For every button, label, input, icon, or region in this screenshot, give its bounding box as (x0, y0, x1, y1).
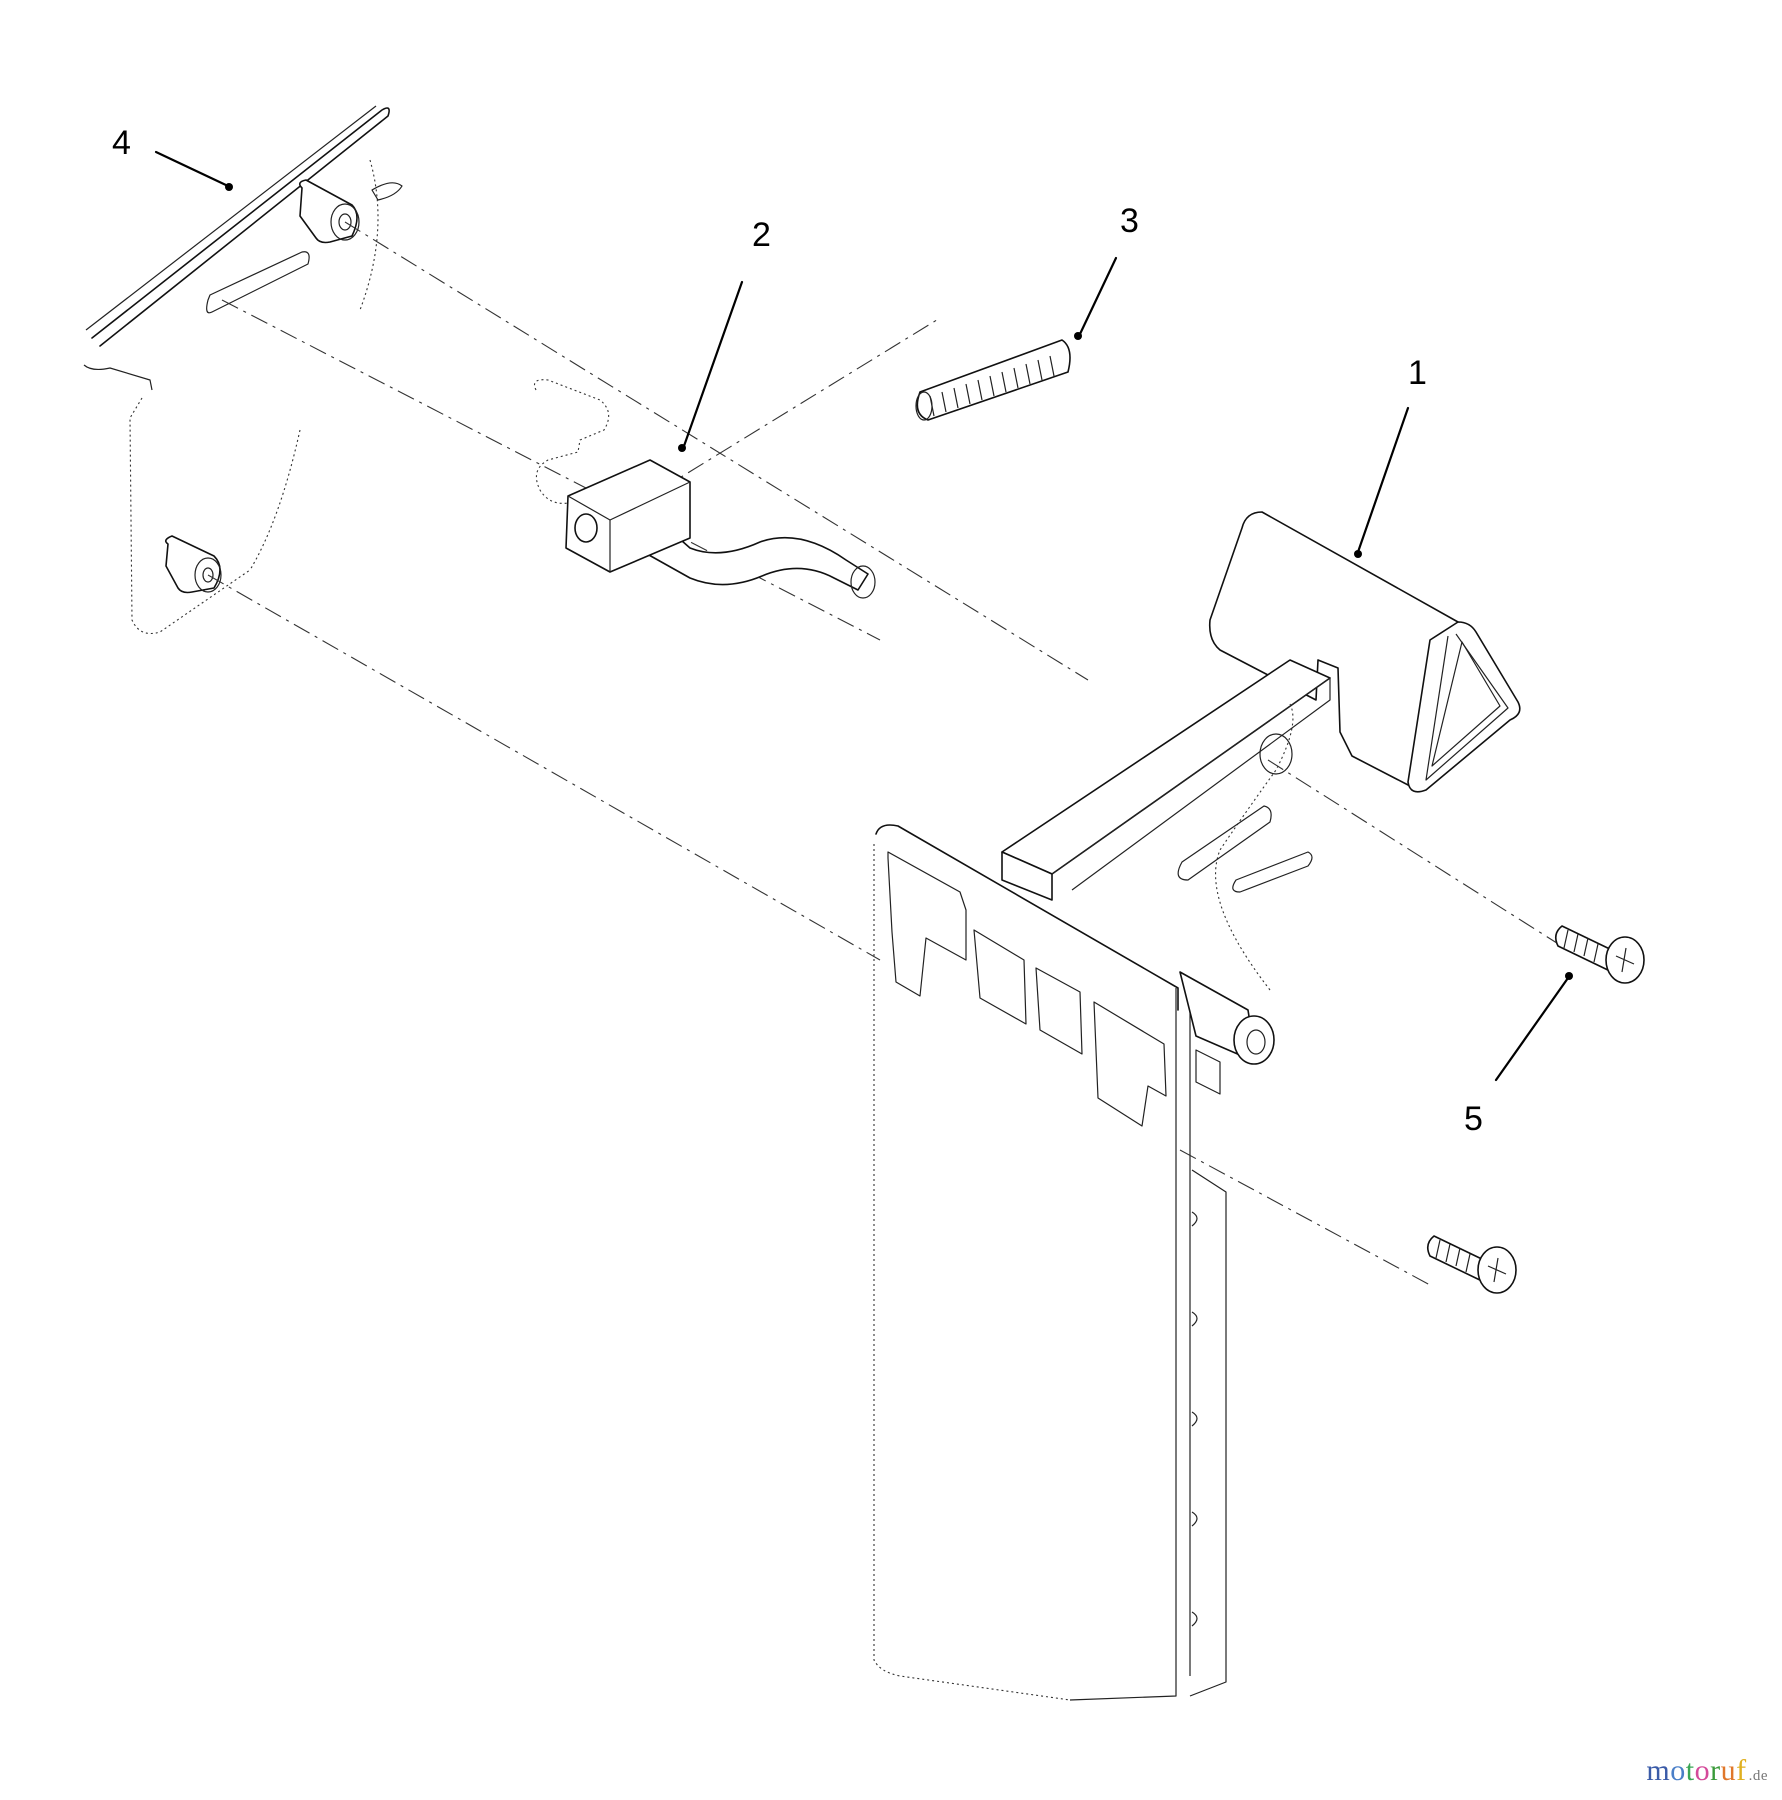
tip-embossing (887, 851, 1167, 1127)
wm-letter: u (1720, 1754, 1737, 1787)
wm-letter: r (1710, 1754, 1721, 1787)
callout-2: 2 (678, 216, 771, 452)
callout-5: 5 (1464, 972, 1573, 1138)
wm-letter: o (1670, 1754, 1686, 1787)
svg-text:4: 4 (112, 124, 131, 162)
callout-3: 3 (1074, 202, 1139, 340)
svg-text:1: 1 (1408, 354, 1427, 392)
callout-4: 4 (112, 124, 233, 191)
wm-letter: t (1685, 1754, 1695, 1787)
mounting-plate (83, 105, 403, 635)
handle-grip (1001, 511, 1521, 991)
callout-1: 1 (1354, 354, 1427, 558)
svg-text:5: 5 (1464, 1100, 1483, 1138)
wm-letter: m (1646, 1754, 1671, 1787)
wm-letter: o (1694, 1754, 1711, 1787)
screw-lower (1426, 1235, 1517, 1294)
svg-text:3: 3 (1120, 202, 1139, 240)
watermark-logo: motoruf.de (1646, 1754, 1768, 1788)
panel-notches (1191, 1211, 1198, 1627)
assembly-centerlines (207, 221, 1561, 1286)
screw-upper (1554, 925, 1645, 984)
compression-spring (915, 339, 1071, 421)
chute-panel (873, 824, 1275, 1701)
latch-rod (533, 379, 876, 599)
svg-text:2: 2 (752, 216, 771, 254)
wm-letter: f (1736, 1754, 1747, 1787)
wm-tld: .de (1748, 1768, 1768, 1784)
